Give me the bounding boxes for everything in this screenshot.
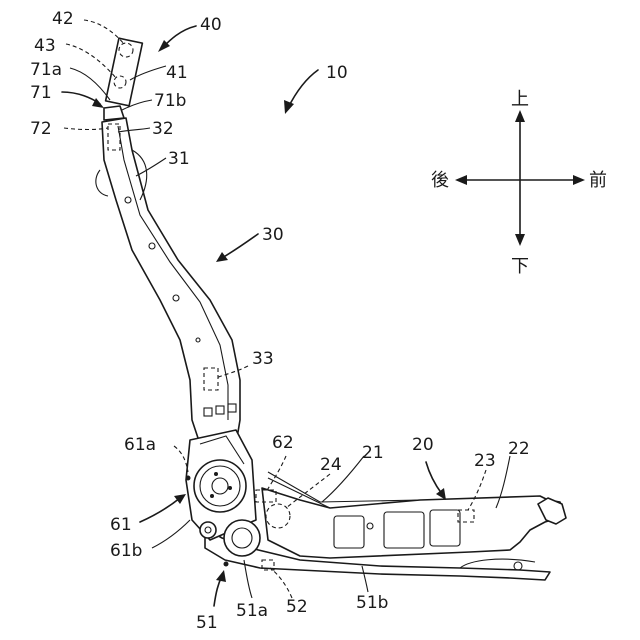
leader-20 bbox=[426, 462, 442, 494]
label-20: 20 bbox=[412, 435, 434, 455]
label-51a: 51a bbox=[236, 601, 268, 621]
label-71a: 71a bbox=[30, 60, 62, 80]
leader-30 bbox=[222, 234, 258, 258]
recliner-rivet-3 bbox=[210, 494, 214, 498]
leader-31 bbox=[136, 158, 166, 176]
label-51b: 51b bbox=[356, 593, 388, 613]
headrest-stay bbox=[106, 38, 143, 106]
direction-indicator: 上 下 後 前 bbox=[431, 89, 607, 277]
label-43: 43 bbox=[34, 36, 56, 56]
label-72: 72 bbox=[30, 119, 52, 139]
label-71b: 71b bbox=[154, 91, 186, 111]
headrest-assembly bbox=[104, 38, 142, 120]
direction-front-label: 前 bbox=[589, 170, 607, 191]
leader-72 bbox=[64, 128, 108, 130]
bolt-51a bbox=[224, 520, 260, 556]
leader-10 bbox=[288, 70, 318, 108]
leader-71a bbox=[70, 68, 110, 100]
label-10: 10 bbox=[326, 63, 348, 83]
label-32: 32 bbox=[152, 119, 174, 139]
leader-62 bbox=[266, 456, 286, 492]
label-61: 61 bbox=[110, 515, 132, 535]
rail-step-line bbox=[460, 559, 535, 568]
arrow-down-icon bbox=[515, 234, 525, 246]
arrow-30-icon bbox=[216, 252, 228, 262]
label-22: 22 bbox=[508, 439, 530, 459]
recliner-rivet-2 bbox=[228, 486, 232, 490]
label-33: 33 bbox=[252, 349, 274, 369]
arrow-up-icon bbox=[515, 110, 525, 122]
leader-61a bbox=[174, 446, 188, 472]
arrow-right-icon bbox=[573, 175, 585, 185]
direction-down-label: 下 bbox=[511, 256, 529, 277]
headrest-holder bbox=[104, 106, 124, 120]
arrow-10-icon bbox=[284, 100, 294, 114]
label-24: 24 bbox=[320, 455, 342, 475]
leader-61b bbox=[152, 520, 190, 548]
leader-52 bbox=[270, 568, 292, 598]
lower-pivot bbox=[200, 522, 216, 538]
recliner-disk-outer bbox=[194, 460, 246, 512]
rail-rivet bbox=[224, 562, 229, 567]
label-31: 31 bbox=[168, 149, 190, 169]
seat-cushion-frame bbox=[205, 472, 566, 580]
leader-43 bbox=[66, 44, 116, 78]
arrow-51-icon bbox=[216, 570, 226, 582]
label-42: 42 bbox=[52, 9, 74, 29]
direction-up-label: 上 bbox=[511, 89, 529, 110]
direction-rear-label: 後 bbox=[431, 170, 449, 191]
label-71: 71 bbox=[30, 83, 52, 103]
arrow-left-icon bbox=[455, 175, 467, 185]
leader-61 bbox=[140, 498, 180, 522]
label-61b: 61b bbox=[110, 541, 142, 561]
label-61a: 61a bbox=[124, 435, 156, 455]
label-52: 52 bbox=[286, 597, 308, 617]
part-61-pivot bbox=[186, 476, 191, 481]
back-side-tab bbox=[96, 170, 108, 196]
label-62: 62 bbox=[272, 433, 294, 453]
rail-hole bbox=[514, 562, 522, 570]
label-41: 41 bbox=[166, 63, 188, 83]
label-40: 40 bbox=[200, 15, 222, 35]
label-30: 30 bbox=[262, 225, 284, 245]
label-51: 51 bbox=[196, 613, 218, 633]
arrow-20-icon bbox=[436, 488, 446, 500]
arrow-61-icon bbox=[174, 494, 186, 504]
label-23: 23 bbox=[474, 451, 496, 471]
recliner-rivet-1 bbox=[214, 472, 218, 476]
label-21: 21 bbox=[362, 443, 384, 463]
